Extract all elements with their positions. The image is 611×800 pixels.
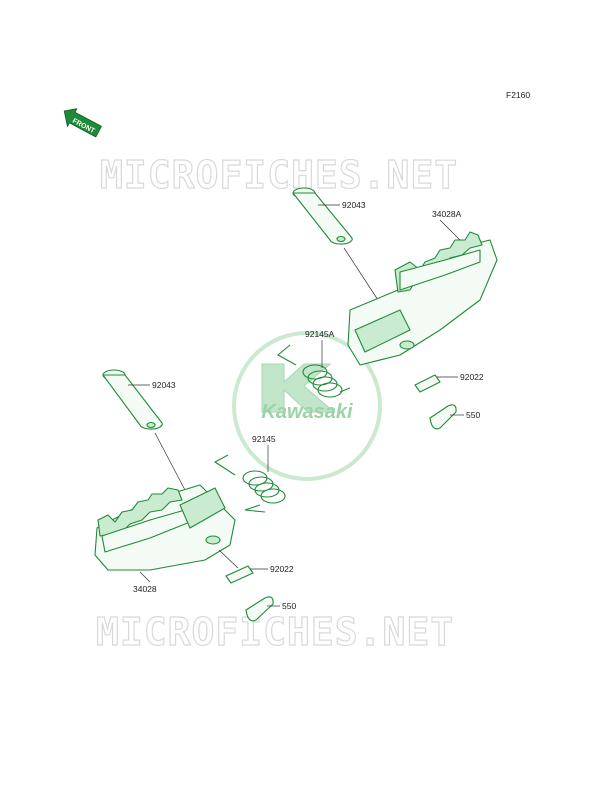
label-spring-left: 92145	[252, 434, 276, 444]
pin-lower	[102, 369, 163, 430]
kawasaki-logo: Kawasaki	[232, 331, 382, 481]
watermark-top: MICROFICHES.NET	[100, 153, 458, 197]
label-pin-lower: 92043	[152, 380, 176, 390]
label-footpeg-right: 34028A	[432, 209, 462, 219]
footpeg-left	[94, 484, 236, 571]
label-cotter-left: 550	[282, 601, 296, 611]
cotter-right	[429, 404, 457, 430]
label-spring-right: 92145A	[305, 329, 335, 339]
footpeg-right	[347, 231, 498, 366]
watermark-bottom: MICROFICHES.NET	[96, 610, 454, 654]
front-arrow-icon: FRONT	[63, 108, 102, 138]
kawasaki-logo-text: Kawasaki	[261, 401, 353, 423]
label-washer-left: 92022	[270, 564, 294, 574]
washer-right	[414, 374, 441, 393]
spring-left	[213, 454, 286, 513]
washer-left	[225, 565, 254, 584]
diagram-code: F2160	[506, 90, 530, 100]
spring-right	[277, 344, 351, 398]
label-footpeg-left: 34028	[133, 584, 157, 594]
label-washer-right: 92022	[460, 372, 484, 382]
label-cotter-right: 550	[466, 410, 480, 420]
cotter-left	[245, 596, 274, 622]
pin-upper	[292, 187, 353, 245]
label-pin-upper: 92043	[342, 200, 366, 210]
